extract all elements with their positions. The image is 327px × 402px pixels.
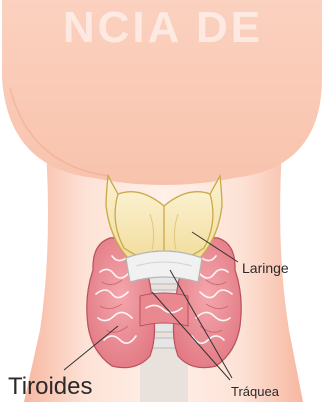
label-trachea: Tráquea (231, 384, 280, 399)
label-thyroid: Tiroides (8, 373, 92, 400)
label-larynx: Laringe (242, 260, 289, 276)
chin: NCIA DE (2, 0, 322, 185)
watermark-text: NCIA DE (63, 3, 263, 52)
